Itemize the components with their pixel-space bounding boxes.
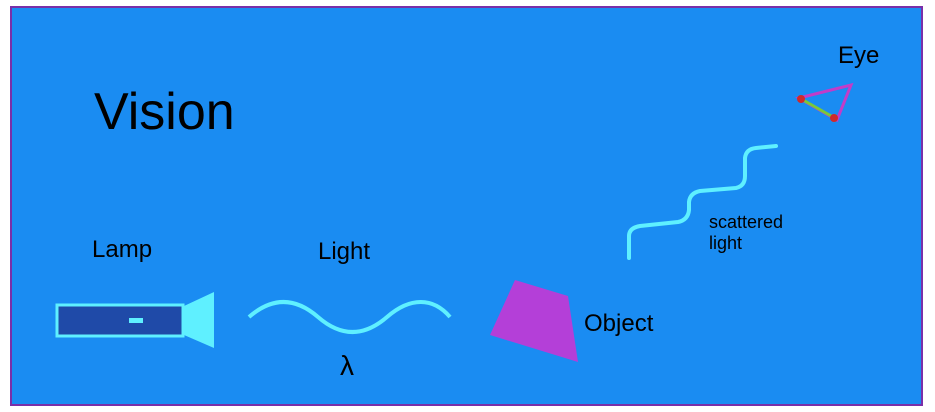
vision-diagram-panel <box>10 6 923 406</box>
object-label: Object <box>584 310 654 337</box>
lamp-switch <box>129 318 143 323</box>
scattered-label-line1: scattered <box>709 212 784 232</box>
object-shape <box>490 280 578 362</box>
scattered-light-label: scattered light <box>709 212 783 254</box>
light-label: Light <box>318 238 371 265</box>
eye-label: Eye <box>838 42 880 69</box>
eye-icon <box>795 82 854 123</box>
diagram-title: Vision <box>94 83 235 141</box>
lamp-label: Lamp <box>92 236 153 263</box>
lamp-head <box>184 292 214 348</box>
eye-retina-bottom <box>830 114 838 122</box>
lamp-body <box>55 303 185 338</box>
scattered-light-wave <box>627 144 778 260</box>
light-wave <box>247 300 452 334</box>
lamp-icon <box>55 292 214 348</box>
wavelength-symbol: λ <box>340 350 354 381</box>
eye-retina-top <box>797 95 805 103</box>
eye-lens <box>802 98 834 119</box>
scattered-label-line2: light <box>709 233 743 254</box>
